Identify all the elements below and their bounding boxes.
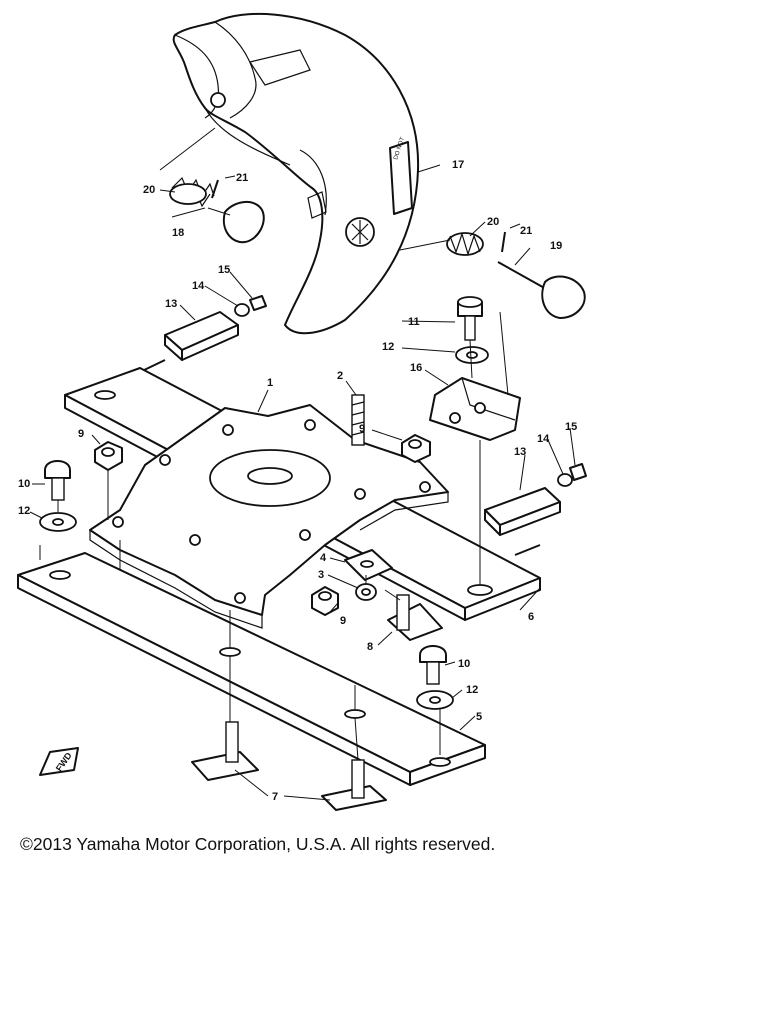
label-19: 19 [550,240,562,252]
label-13-left: 13 [165,298,177,310]
label-5: 5 [476,711,482,723]
nut-part-15-right [569,463,587,481]
label-15-left: 15 [218,264,230,276]
stud-plate-part-7-right [321,759,387,811]
label-17: 17 [452,159,464,171]
label-7: 7 [272,791,278,803]
nut-part-9-bottom [311,586,339,616]
plate-part-4 [344,549,393,581]
bolt-part-10-left [44,460,71,501]
pin-part-21-left [211,179,219,199]
washer-part-12-top [455,346,489,364]
clamp-plate-part-13-left [139,311,239,373]
label-14-right: 14 [537,433,550,445]
knob-part-18 [207,201,265,244]
label-11: 11 [408,316,420,328]
part-numbers: 17 21 20 18 20 21 19 15 14 13 11 12 16 1… [18,159,577,803]
label-21-left: 21 [236,172,248,184]
washer-part-3 [355,583,377,601]
knob-part-19 [497,261,586,319]
washer-part-12-left [39,512,77,532]
nut-part-9-center [401,434,431,463]
stud-part-2 [351,394,365,446]
label-16: 16 [410,362,422,374]
nut-part-15-left [249,295,267,311]
label-10-left: 10 [18,478,30,490]
bolt-part-11 [457,296,483,341]
clamp-plate-part-13-right [484,487,561,556]
label-15-right: 15 [565,421,577,433]
label-12-top: 12 [382,341,394,353]
label-12-right: 12 [466,684,478,696]
label-8: 8 [367,641,373,653]
label-2: 2 [337,370,343,382]
label-3: 3 [318,569,324,581]
label-14-left: 14 [192,280,205,292]
washer-part-14-left [234,303,250,317]
label-18: 18 [172,227,184,239]
label-10-right: 10 [458,658,470,670]
label-4: 4 [320,552,327,564]
label-13-right: 13 [514,446,526,458]
washer-part-14-right [557,473,573,487]
leader-lines [29,164,576,801]
stud-plate-part-7-left [191,721,259,781]
label-9-center: 9 [359,423,365,435]
bracket-part-16 [429,377,521,441]
nut-part-9-left [94,441,123,471]
copyright-notice: ©2013 Yamaha Motor Corporation, U.S.A. A… [20,834,496,854]
washer-part-12-right [416,690,454,710]
bolt-part-10-right [419,645,447,685]
bar-part-5 [17,552,486,786]
base-plate-part-1 [89,404,449,629]
label-12-left: 12 [18,505,30,517]
fwd-arrow-icon: FWD [39,747,79,776]
cover-part-17: DO NOT [172,12,420,335]
label-1: 1 [267,377,273,389]
label-6: 6 [528,611,534,623]
assembly-lines [39,127,509,761]
parts-diagram: DO NOT [17,12,587,811]
stud-plate-part-8 [387,594,443,641]
label-20-left: 20 [143,184,155,196]
label-9-left: 9 [78,428,84,440]
spring-part-20-right [446,232,484,256]
spring-part-20-left [169,176,215,208]
pin-part-21-right [501,231,506,253]
label-21-right: 21 [520,225,532,237]
label-9-bottom: 9 [340,615,346,627]
label-20-right: 20 [487,216,499,228]
